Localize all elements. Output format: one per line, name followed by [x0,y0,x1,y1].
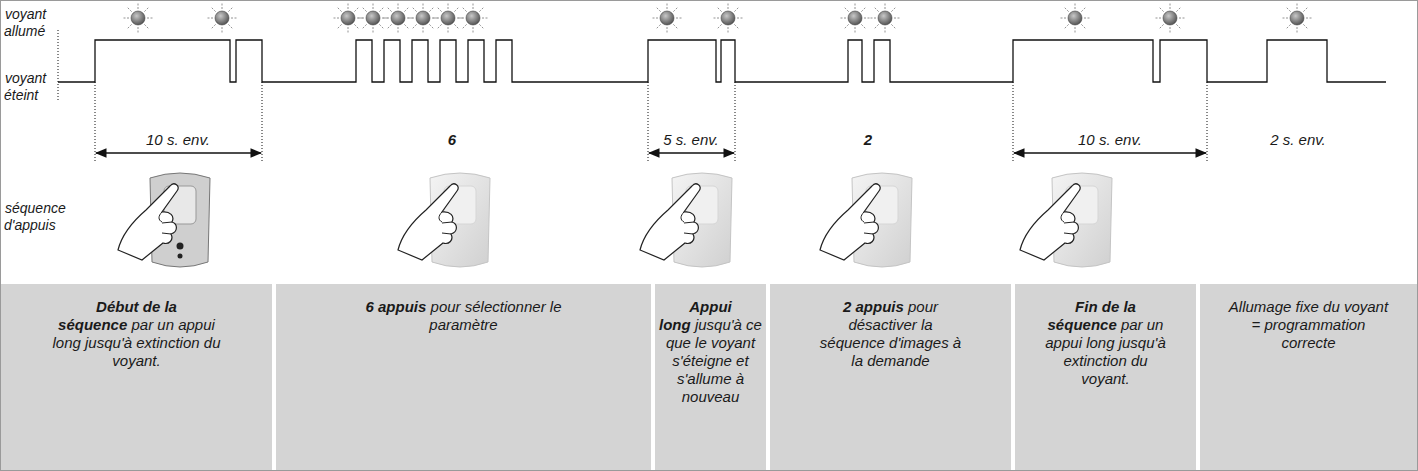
panel-text: Allumage fixe du voyant = programmation … [1224,298,1394,352]
label-text: voyant éteint [4,70,46,103]
led-icon [358,3,388,33]
step-panel: 2 appuispour désactiver la séquence d'im… [770,284,1011,470]
step-panel: Début de la séquencepar un appui long ju… [1,284,272,470]
step-panel: Allumage fixe du voyant = programmation … [1200,284,1417,470]
press-icon [118,173,210,267]
led-icon [1155,3,1185,33]
panel-text: Appui longjusqu'à ce que le voyant s'éte… [659,298,763,406]
step-panel: Appui longjusqu'à ce que le voyant s'éte… [655,284,766,470]
panel-text: 6 appuispour sélectionner le paramètre [339,298,589,334]
duration-label: 10 s. env. [1050,131,1170,149]
press-icon [640,173,732,267]
led-icon [713,3,743,33]
dimension-arrow [1014,152,1206,153]
axis-label: séquence d'appuis [4,200,82,234]
label-text: 2 [863,131,873,148]
axis-label: voyant allumé [4,6,66,40]
led-icon [433,3,463,33]
label-text: 10 s. env. [145,131,211,148]
dimension-guide [735,82,736,162]
led-icon [333,3,363,33]
led-icon [458,3,488,33]
step-heading: 2 appuis [843,298,904,315]
dimension-guide [1013,82,1014,162]
led-icon [207,3,237,33]
led-icon [383,3,413,33]
step-panel: 6 appuispour sélectionner le paramètre [276,284,651,470]
label-text: séquence d'appuis [4,200,66,233]
led-icon [408,3,438,33]
led-icon [652,3,682,33]
press-icons [118,173,1112,267]
led-waveform [58,30,1386,100]
dimension-arrow [649,152,734,153]
led-icon [840,3,870,33]
axis-tick [58,30,59,100]
dimension-guide [95,82,96,162]
step-text: Allumage fixe du voyant = programmation … [1229,298,1388,351]
panel-text: Début de la séquencepar un appui long ju… [53,298,221,370]
dimension-guide [262,82,263,162]
led-icon [123,3,153,33]
step-heading: 6 appuis [366,298,427,315]
press-icon [1020,173,1112,267]
dimension-arrow [96,152,261,153]
step-text: pour sélectionner le paramètre [429,298,561,333]
duration-label: 6 [432,131,472,149]
label-text: 10 s. env. [1077,131,1143,148]
duration-label: 2 s. env. [1248,131,1348,149]
dimension-guide [1207,82,1208,162]
led-icon [1060,3,1090,33]
press-icon [398,173,490,267]
duration-label: 10 s. env. [118,131,238,149]
label-text: 2 s. env. [1269,131,1327,148]
duration-arrows [95,82,1207,162]
led-icons [123,3,1312,33]
duration-label: 5 s. env. [649,131,733,149]
step-panel: Fin de la séquencepar un appui long jusq… [1015,284,1196,470]
label-text: voyant allumé [4,6,46,39]
axis-label: voyant éteint [4,70,56,104]
label-text: 6 [447,131,457,148]
dimension-guide [648,82,649,162]
led-icon [870,3,900,33]
press-icon [820,173,912,267]
led-icon [1282,3,1312,33]
panel-text: Fin de la séquencepar un appui long jusq… [1040,298,1172,388]
label-text: 5 s. env. [662,131,720,148]
duration-label: 2 [848,131,888,149]
panel-text: 2 appuispour désactiver la séquence d'im… [816,298,966,370]
waveform-line [58,40,1386,82]
